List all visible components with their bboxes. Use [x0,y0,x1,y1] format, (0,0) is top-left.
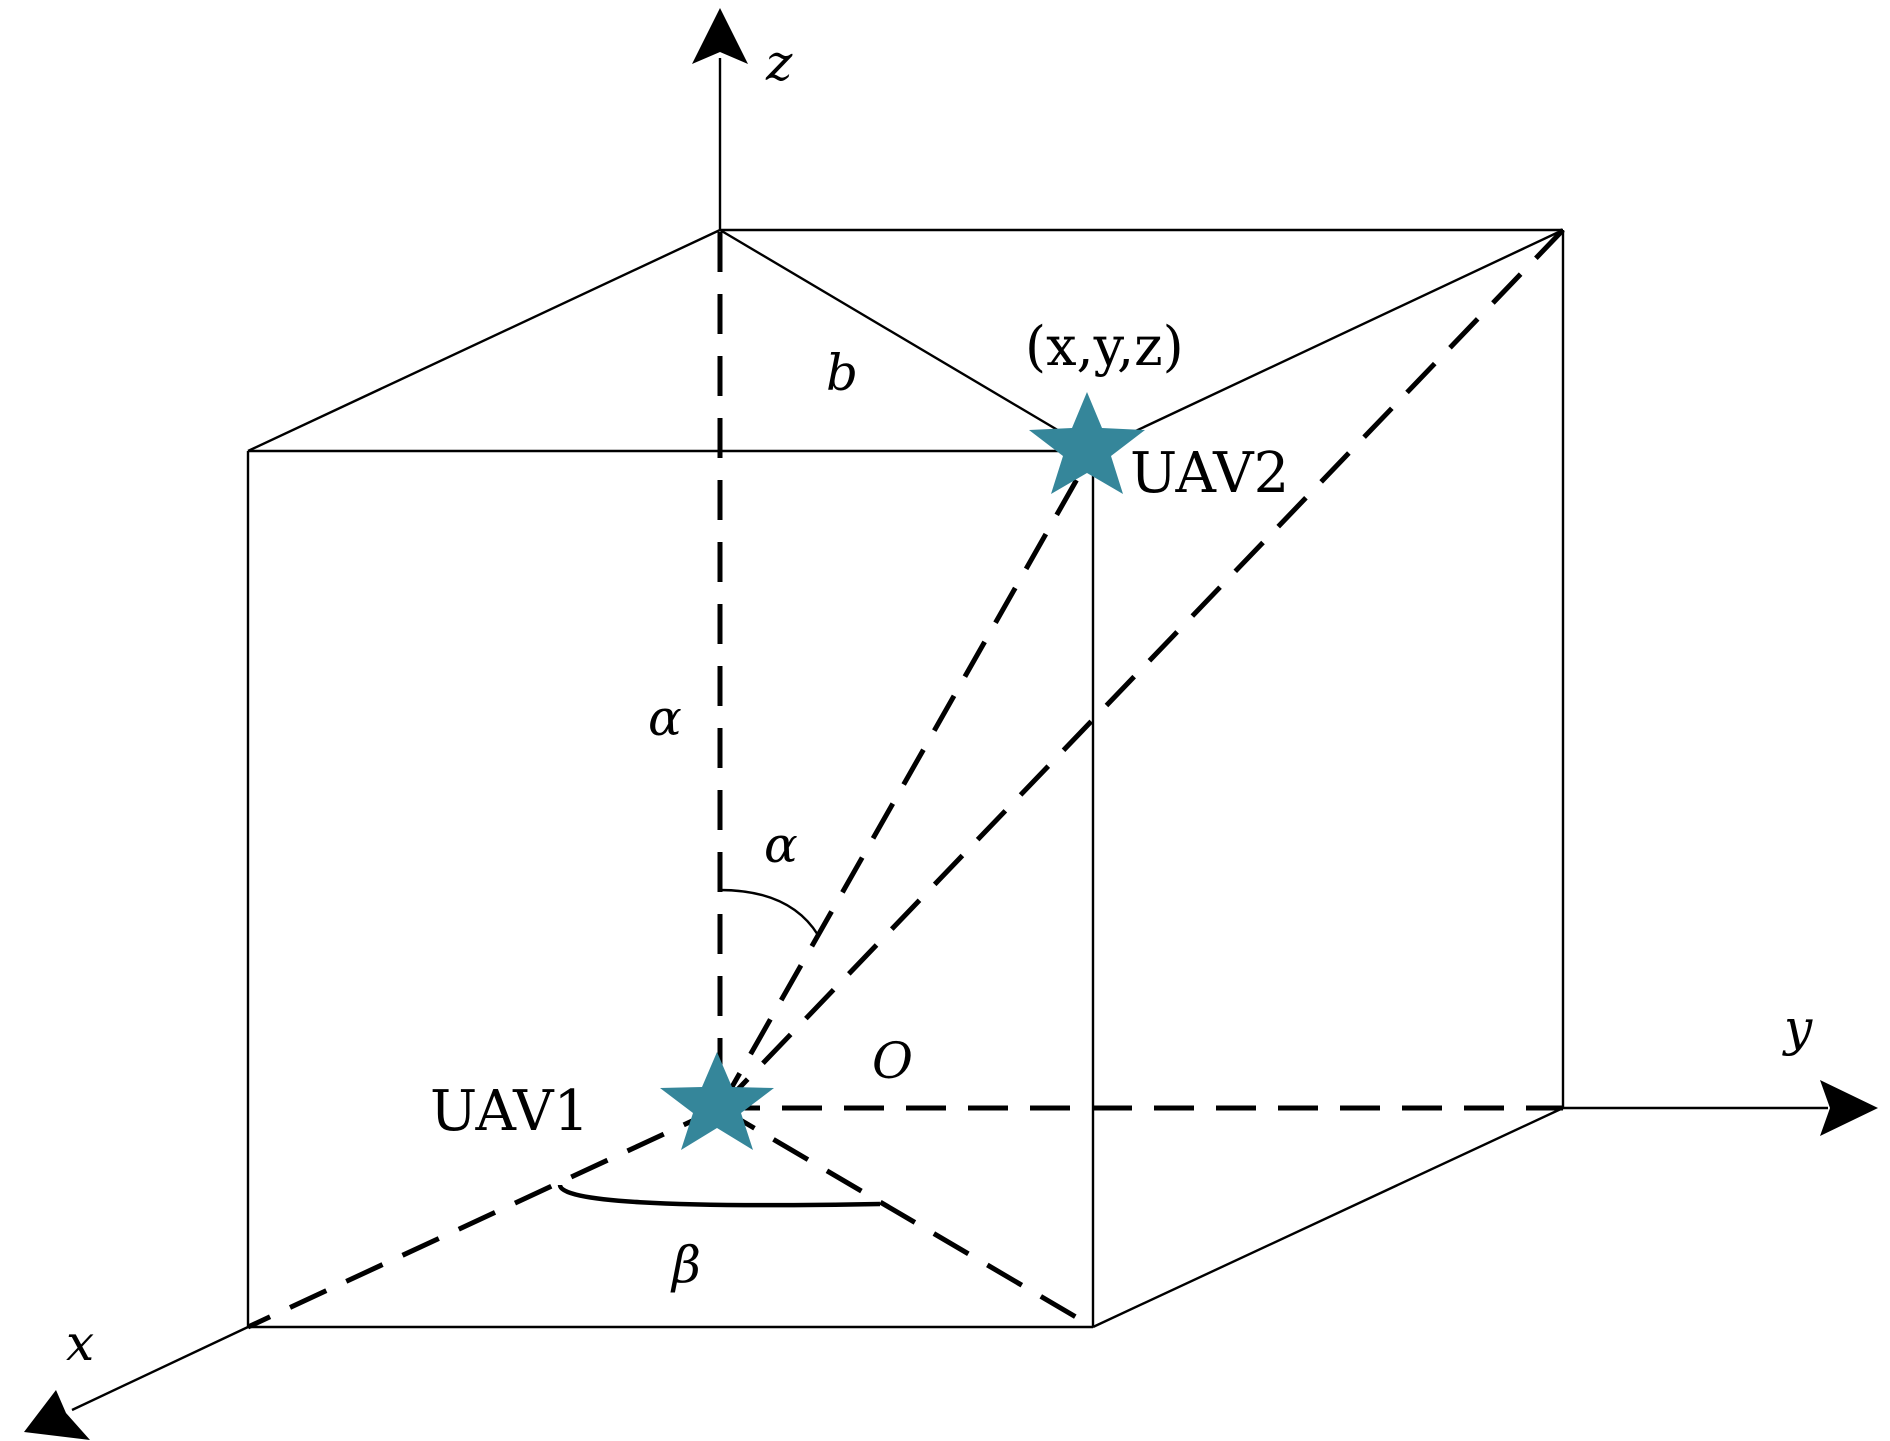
dashed-lines [246,228,1565,1330]
angle-arcs [557,888,881,1208]
alpha-edge-label: α [648,689,682,747]
y-axis-arrowhead [1820,1080,1878,1136]
point-coordinates-label: (x,y,z) [1025,315,1184,378]
beta-angle-arc [557,1184,881,1208]
alpha-angle-label: α [764,816,798,874]
edge-b-label: b [826,344,858,402]
edge-top-right [1092,228,1564,453]
x-axis-label: x [66,1314,94,1372]
dashed-space-diagonal [718,228,1565,1110]
uav2-label: UAV2 [1130,441,1289,506]
edge-bottom-right [1092,1106,1564,1329]
x-axis [71,1325,249,1412]
z-axis-arrowhead [692,8,748,64]
dashed-x-axis-segment [246,1105,722,1330]
z-axis-label: z [765,34,793,92]
dashed-to-front-corner [718,1105,1095,1330]
box-solid-edges [246,228,1565,1329]
axes [24,8,1878,1440]
alpha-angle-arc [719,888,820,936]
beta-angle-label: β [670,1236,701,1294]
uav1-star-icon [660,1052,774,1150]
uav2-star-icon [1029,392,1145,494]
edge-top-left [247,228,721,453]
y-axis-label: y [1782,999,1813,1057]
edge-b [719,228,1094,453]
x-axis-arrowhead [24,1390,90,1440]
origin-label: O [872,1032,913,1090]
dashed-to-uav2 [717,449,1096,1110]
uav1-label: UAV1 [430,1079,589,1144]
